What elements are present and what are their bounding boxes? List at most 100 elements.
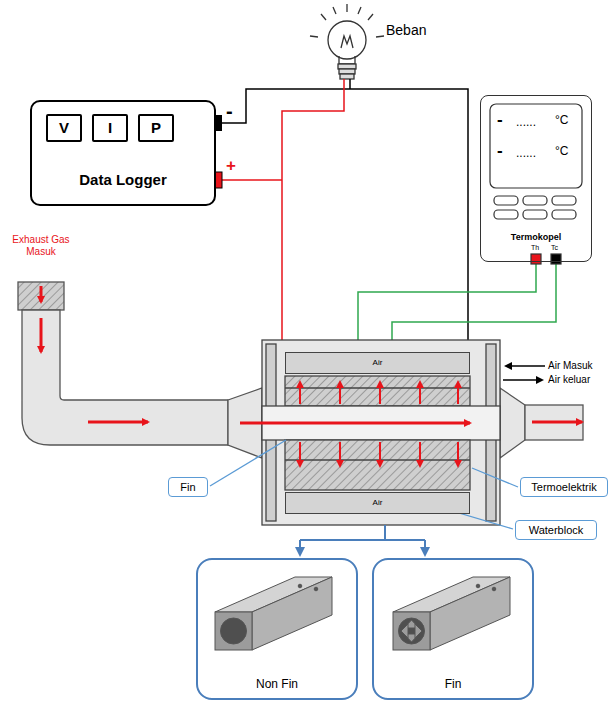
pin-name: Tc <box>551 244 558 252</box>
thermometer-details <box>494 196 518 205</box>
display-sign: - <box>497 110 503 130</box>
callout-box: Termoelektrik <box>520 477 608 497</box>
fin-block <box>430 577 510 650</box>
bulb-symbol <box>310 36 318 37</box>
exhaust-pipe <box>500 388 525 458</box>
terminal-sign: + <box>226 156 236 176</box>
thermometer-details <box>551 254 561 264</box>
heat-flow-arrows <box>240 422 470 425</box>
thermometer-details <box>531 254 541 264</box>
heat-flow-arrows <box>457 442 459 466</box>
gas-flow-arrows <box>532 421 582 424</box>
bulb-symbol <box>333 7 336 14</box>
data-logger-box: Data LoggerVIP <box>30 100 216 206</box>
heat-exchanger <box>285 376 470 406</box>
heat-exchanger <box>285 387 470 388</box>
node-text: I <box>108 119 112 136</box>
non-fin-block <box>215 577 332 650</box>
waterblock: Air <box>285 352 470 374</box>
heat-flow-arrows <box>299 442 301 466</box>
heat-exchanger <box>285 459 470 460</box>
heat-exchanger <box>262 340 500 525</box>
fin-block <box>393 612 430 650</box>
bulb-symbol <box>328 21 366 59</box>
flow-label: Air keluar <box>548 374 590 386</box>
leader-lines <box>210 440 286 486</box>
node-text: V <box>59 119 69 136</box>
bulb-symbol <box>358 7 361 14</box>
bulb-symbol <box>321 14 326 20</box>
non-fin-block <box>314 587 318 591</box>
bulb-symbol <box>346 4 347 12</box>
split-arrow <box>424 540 426 555</box>
gas-flow-arrows <box>41 286 582 422</box>
display-unit: °C <box>555 145 568 159</box>
pin-name: Th <box>531 244 539 252</box>
detail-panel: Non Fin <box>196 558 358 700</box>
node-text: Termoelektrik <box>531 481 596 494</box>
non-fin-block <box>252 577 332 650</box>
heat-flow-arrows <box>240 382 470 466</box>
detail-panel: Fin <box>372 558 534 700</box>
node-text: Air <box>373 498 383 507</box>
gas-flow-arrows <box>40 286 43 302</box>
thermometer-details <box>490 104 582 188</box>
split-arrow <box>300 539 425 541</box>
waterblock: Air <box>285 492 470 514</box>
fin-block <box>399 618 425 644</box>
leader-lines <box>472 468 518 487</box>
red-wire <box>222 179 282 181</box>
node-text: P <box>151 119 161 136</box>
fin-block <box>393 577 510 650</box>
exhaust-pipe <box>525 405 583 440</box>
node-text: Fin <box>180 481 195 494</box>
non-fin-block <box>298 584 302 588</box>
meter-box: V <box>46 114 82 142</box>
heat-exchanger <box>262 340 500 525</box>
display-value: ...... <box>516 116 536 130</box>
heat-flow-arrows <box>339 442 341 466</box>
terminal-sign: - <box>226 100 233 123</box>
split-arrow <box>299 540 301 555</box>
split-arrow <box>384 525 386 540</box>
bulb-symbol <box>340 74 354 79</box>
bulb-symbol <box>339 69 355 74</box>
fin-block <box>401 624 408 638</box>
heat-flow-arrows <box>419 442 421 466</box>
split-arrow <box>300 525 425 555</box>
non-fin-block <box>215 612 252 650</box>
fin-block <box>476 584 480 588</box>
bulb-symbol <box>341 36 353 48</box>
gas-flow-arrows <box>88 421 148 424</box>
water-arrows <box>506 365 545 367</box>
heat-flow-arrows <box>379 382 381 404</box>
fin-block <box>415 624 422 638</box>
heat-flow-arrows <box>299 382 301 404</box>
thermometer-details <box>552 210 576 219</box>
green-wire <box>358 262 536 352</box>
thermometer-details <box>552 196 576 205</box>
meter-box: P <box>138 114 174 142</box>
load-label: Beban <box>386 22 426 38</box>
water-arrows <box>503 366 545 380</box>
callout-box: Waterblock <box>515 520 597 540</box>
heat-flow-arrows <box>339 382 341 404</box>
heat-flow-arrows <box>457 382 459 404</box>
node-text: Non Fin <box>256 678 298 692</box>
thermometer-details <box>523 196 547 205</box>
display-value: ...... <box>516 147 536 161</box>
non-fin-block <box>221 618 247 644</box>
thermometer-details <box>494 210 518 219</box>
node-text: Waterblock <box>529 524 584 537</box>
inlet-label: Exhaust Gas Masuk <box>4 234 78 257</box>
gas-flow-arrows <box>40 318 43 352</box>
black-wire <box>222 89 468 376</box>
red-wire <box>282 79 344 376</box>
flow-label: Air Masuk <box>548 360 592 372</box>
thermometer-details <box>490 104 582 264</box>
node-text: Air <box>373 358 383 367</box>
bulb-symbol <box>310 4 384 79</box>
bulb-symbol <box>376 36 384 37</box>
meter-box: I <box>92 114 128 142</box>
